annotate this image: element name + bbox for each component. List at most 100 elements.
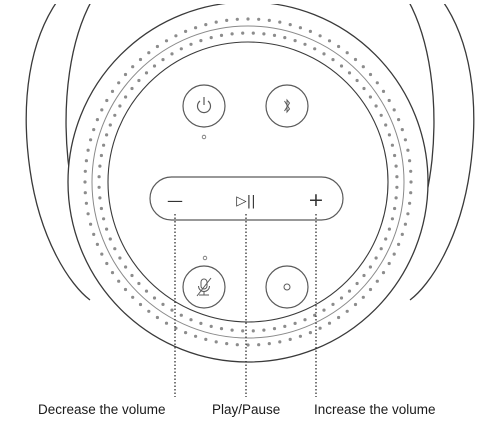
- grille-dot: [382, 271, 385, 274]
- volume-up-button[interactable]: +: [296, 180, 336, 217]
- volume-up-symbol: +: [308, 189, 324, 211]
- grille-dot: [153, 64, 156, 67]
- play-pause-button[interactable]: ▷||: [225, 180, 267, 217]
- grille-dot: [395, 165, 398, 168]
- grille-dot: [369, 288, 372, 291]
- grille-dot: [268, 19, 271, 22]
- grille-dot: [180, 314, 183, 317]
- grille-dot: [210, 325, 213, 328]
- grille-dot: [268, 342, 271, 345]
- grille-dot: [393, 108, 396, 111]
- grille-dot: [289, 338, 292, 341]
- grille-dot: [246, 343, 249, 346]
- grille-dot: [401, 128, 404, 131]
- grille-dot: [356, 282, 359, 285]
- grille-dot: [283, 36, 286, 39]
- grille-dot: [322, 309, 325, 312]
- grille-dot: [303, 43, 306, 46]
- grille-dot: [393, 253, 396, 256]
- grille-dot: [161, 58, 164, 61]
- grille-dot: [346, 51, 349, 54]
- grille-dot: [124, 265, 127, 268]
- grille-dot: [408, 159, 411, 162]
- grille-dot: [409, 170, 412, 173]
- grille-dot: [100, 207, 103, 210]
- grille-dot: [322, 52, 325, 55]
- grille-dot: [309, 30, 312, 33]
- grille-dot: [362, 65, 365, 68]
- grille-dot: [131, 296, 134, 299]
- grille-dot: [289, 23, 292, 26]
- grille-dot: [156, 316, 159, 319]
- grille-dot: [406, 212, 409, 215]
- grille-dot: [375, 256, 378, 259]
- grille-dot: [96, 243, 99, 246]
- grille-dot: [117, 280, 120, 283]
- grille-dot: [331, 303, 334, 306]
- grille-dot: [105, 262, 108, 265]
- grille-dot: [319, 327, 322, 330]
- grille-dot: [404, 223, 407, 226]
- grille-dot: [102, 217, 105, 220]
- grille-dot: [362, 296, 365, 299]
- grille-dot: [380, 114, 383, 117]
- microphone-off-button[interactable]: [183, 266, 225, 308]
- grille-dot: [139, 303, 142, 306]
- grille-dot: [111, 90, 114, 93]
- grille-dot: [241, 329, 244, 332]
- power-button[interactable]: [183, 85, 225, 127]
- grille-dot: [375, 104, 378, 107]
- grille-dot: [165, 322, 168, 325]
- grille-dot: [145, 71, 148, 74]
- action-button[interactable]: [266, 266, 308, 308]
- grille-dot: [87, 149, 90, 152]
- grille-dot: [189, 43, 192, 46]
- grille-dot: [199, 39, 202, 42]
- volume-down-button[interactable]: —: [155, 180, 195, 217]
- grille-dot: [89, 223, 92, 226]
- grille-dot: [145, 290, 148, 293]
- grille-dot: [395, 186, 398, 189]
- grille-dot: [98, 175, 101, 178]
- grille-dot: [184, 30, 187, 33]
- grille-dot: [408, 202, 411, 205]
- grille-dot: [294, 322, 297, 325]
- grille-dot: [257, 343, 260, 346]
- grille-dot: [156, 45, 159, 48]
- grille-dot: [130, 274, 133, 277]
- grille-dot: [337, 45, 340, 48]
- grille-dot: [388, 262, 391, 265]
- grille-dot: [294, 39, 297, 42]
- callout-play-pause: Play/Pause: [212, 402, 280, 417]
- grille-dot: [220, 34, 223, 37]
- grille-dot: [131, 65, 134, 68]
- grille-dot: [369, 95, 372, 98]
- grille-dot: [98, 165, 101, 168]
- grille-dot: [85, 202, 88, 205]
- bluetooth-button[interactable]: [266, 85, 308, 127]
- grille-dot: [137, 282, 140, 285]
- grille-dot: [113, 114, 116, 117]
- grille-dot: [262, 32, 265, 35]
- grille-dot: [273, 327, 276, 330]
- grille-dot: [241, 31, 244, 34]
- grille-dot: [340, 64, 343, 67]
- grille-dot: [299, 335, 302, 338]
- grille-dot: [231, 32, 234, 35]
- grille-dot: [252, 31, 255, 34]
- grille-dot: [273, 34, 276, 37]
- grille-dot: [161, 303, 164, 306]
- grille-dot: [328, 322, 331, 325]
- grille-dot: [278, 21, 281, 24]
- grille-dot: [303, 318, 306, 321]
- grille-dot: [409, 180, 412, 183]
- grille-dot: [354, 303, 357, 306]
- grille-dot: [380, 247, 383, 250]
- grille-dot: [165, 39, 168, 42]
- grille-dot: [354, 58, 357, 61]
- grille-dot: [199, 322, 202, 325]
- grille-dot: [283, 325, 286, 328]
- grille-dot: [194, 26, 197, 29]
- grille-dot: [246, 17, 249, 20]
- grille-dot: [348, 290, 351, 293]
